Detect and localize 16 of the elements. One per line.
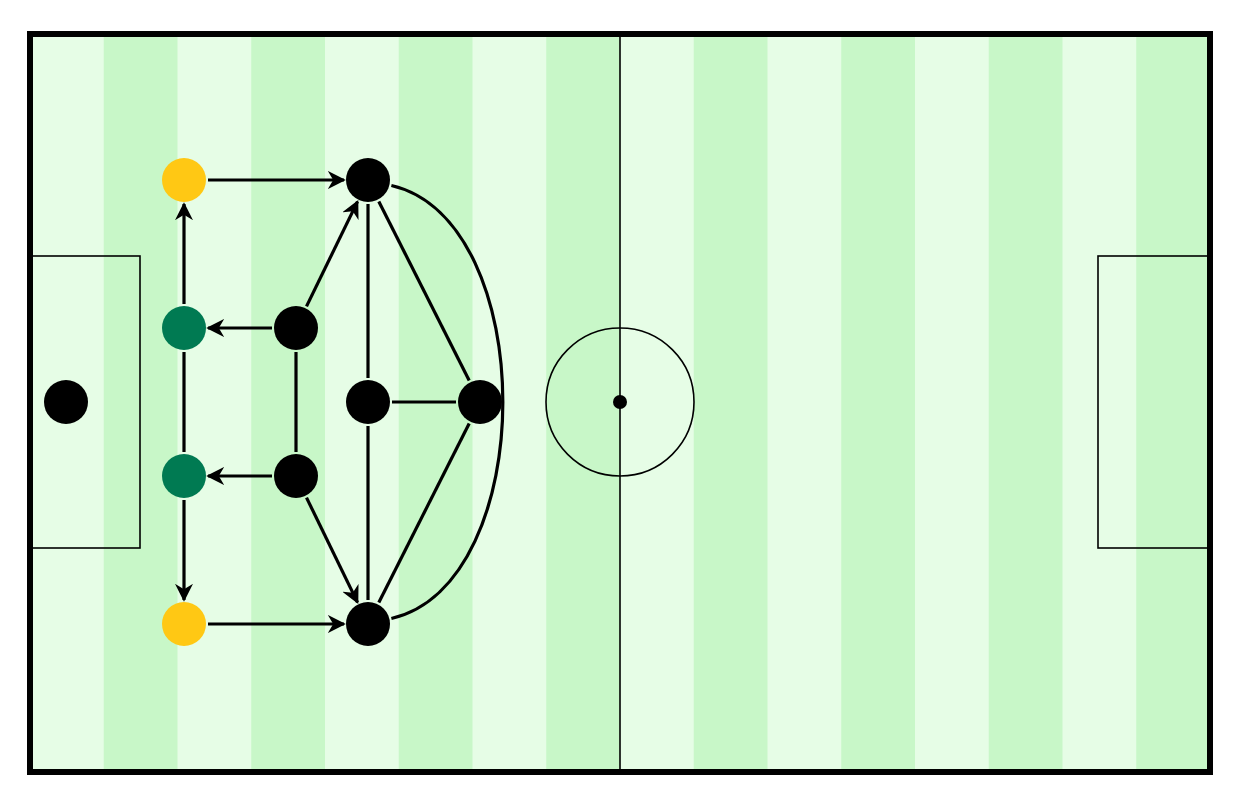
connector-line [366, 204, 370, 378]
connector-line [294, 352, 298, 452]
arrow [206, 467, 272, 485]
arrow [175, 500, 193, 602]
connector-line [377, 200, 471, 382]
connector-line [366, 426, 370, 600]
arrow [208, 171, 346, 189]
connector-line [390, 183, 505, 621]
connector-line [392, 400, 456, 404]
connector-line [377, 422, 471, 604]
arrow [305, 199, 359, 308]
arrow [208, 615, 346, 633]
arrow [206, 319, 272, 337]
arrow [305, 496, 359, 605]
connector-line [182, 352, 186, 452]
arrow [175, 202, 193, 304]
